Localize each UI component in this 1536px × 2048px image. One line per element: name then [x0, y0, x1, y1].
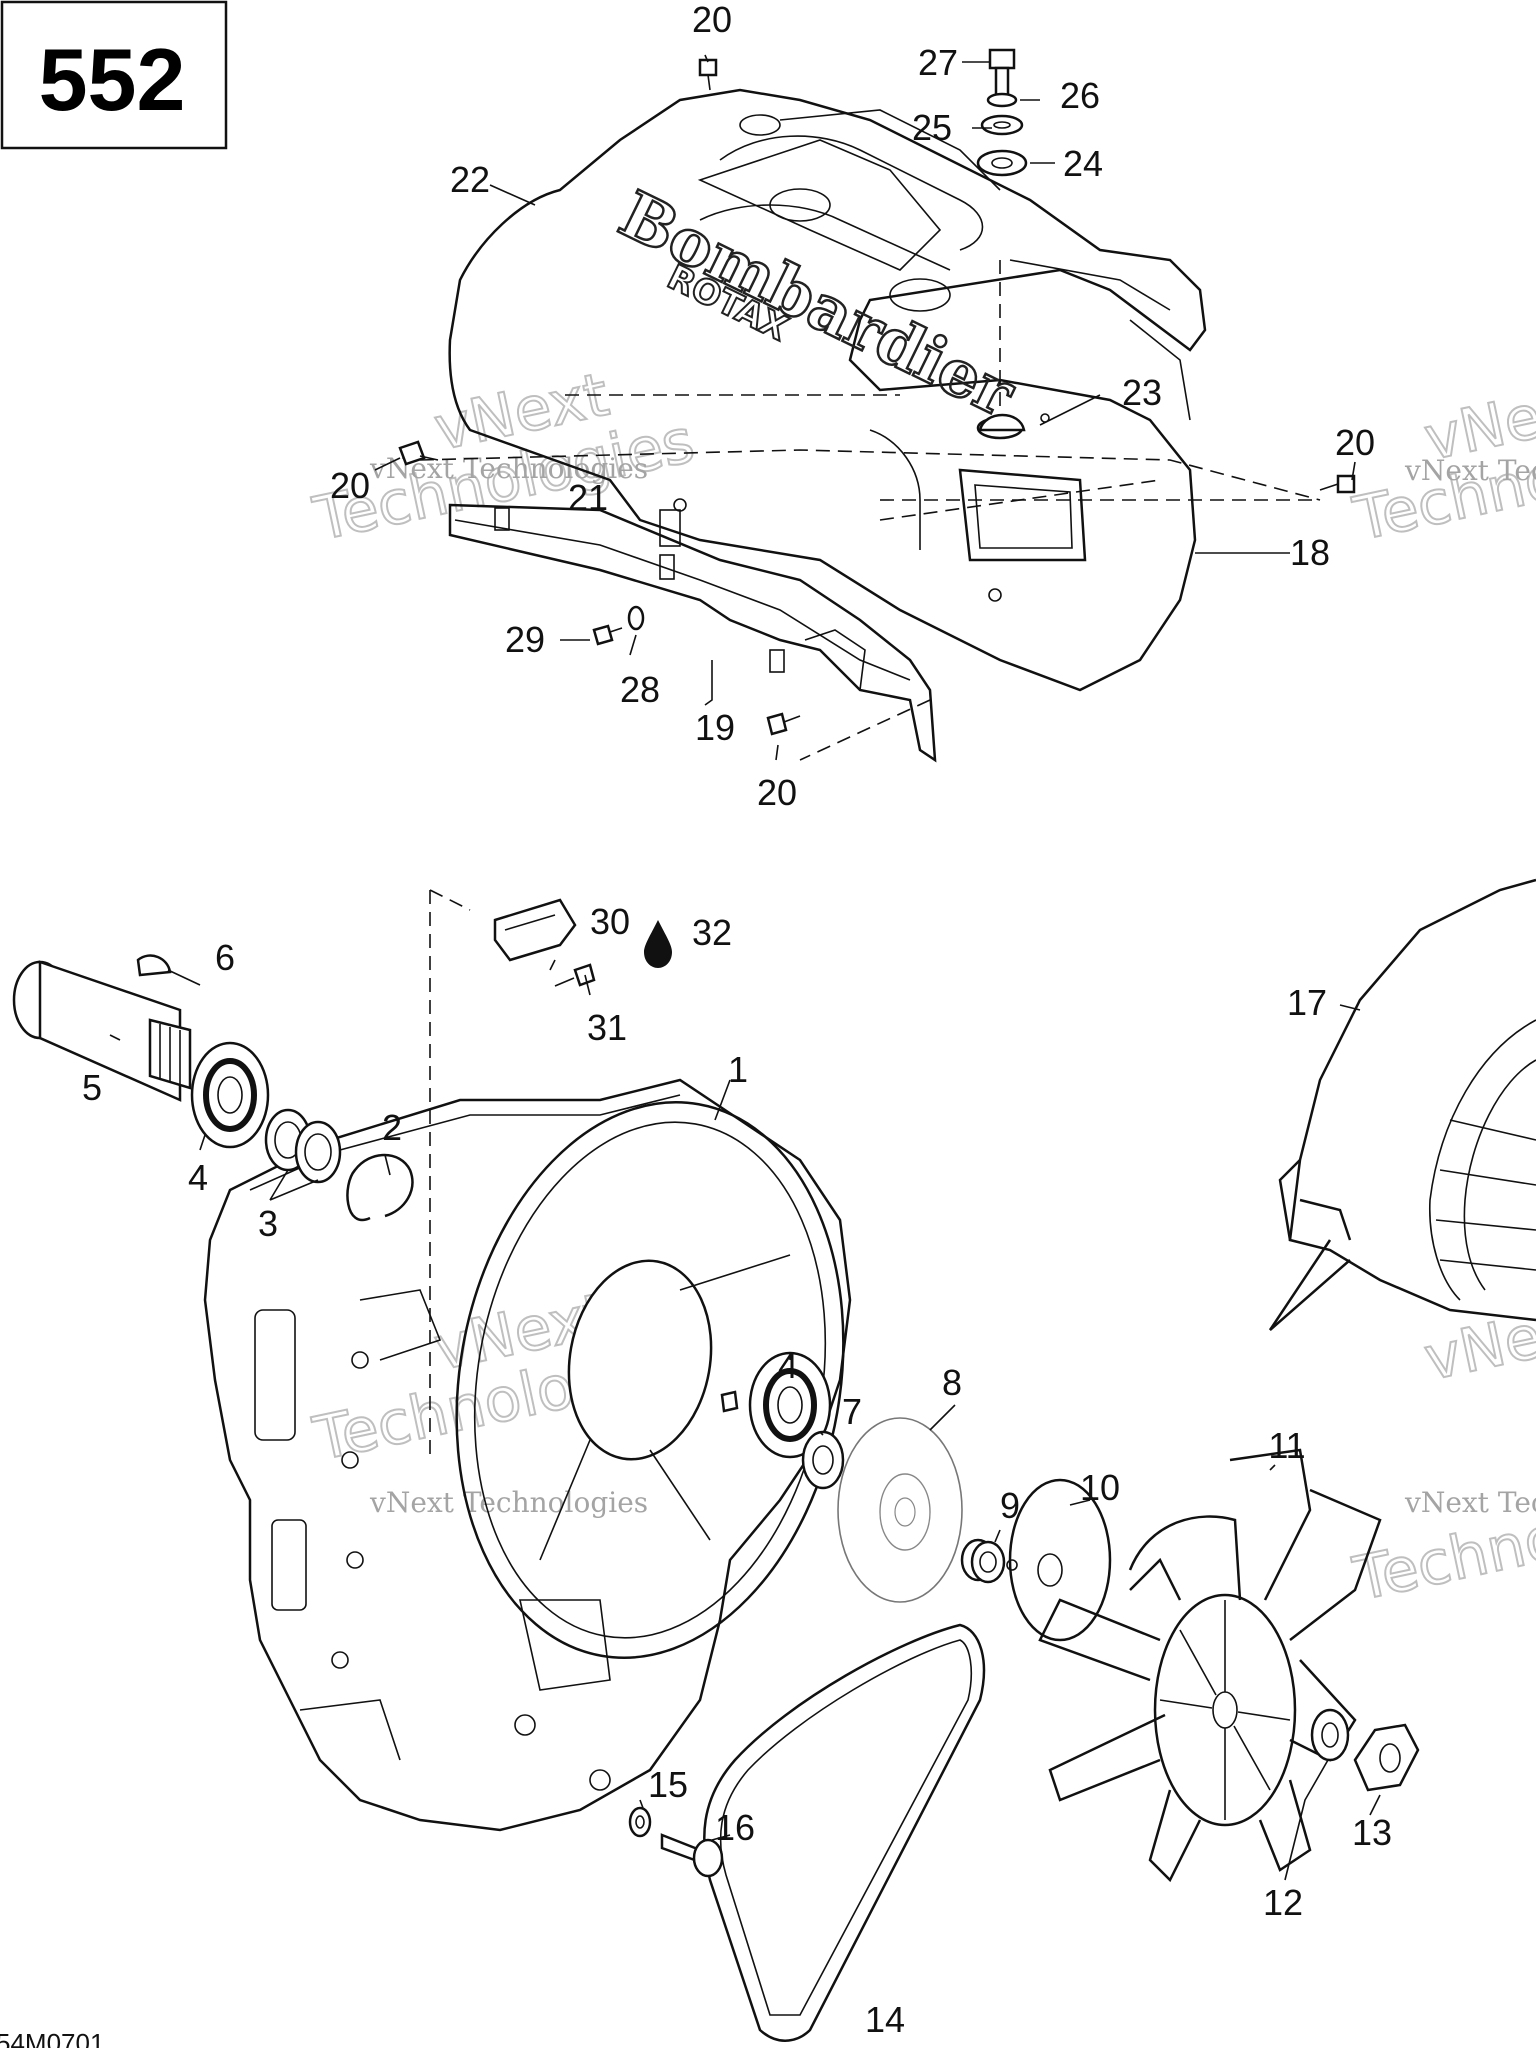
callout-24: 24: [1063, 143, 1103, 184]
callout-26: 26: [1060, 75, 1100, 116]
watermark-text-mid: vNext Technologies: [369, 1486, 648, 1519]
shims: [264, 1108, 342, 1184]
callout-6: 6: [215, 937, 235, 978]
callout-3: 3: [258, 1203, 278, 1244]
callout-20-left: 20: [330, 465, 370, 506]
hex-nut: [1353, 1723, 1420, 1792]
callout-31: 31: [587, 1007, 627, 1048]
callout-28: 28: [620, 669, 660, 710]
fan-shroud: [1268, 878, 1536, 1331]
callout-29: 29: [505, 619, 545, 660]
callout-20-top: 20: [692, 0, 732, 40]
callout-9: 9: [1000, 1485, 1020, 1526]
callout-13: 13: [1352, 1812, 1392, 1853]
woodruff-key: [136, 954, 172, 977]
leader-lines: [109, 54, 1381, 1881]
watermark-text-mid-right: vNext Technologies: [1404, 1486, 1536, 1519]
circlip: [346, 1153, 414, 1222]
spacer: [960, 1538, 1006, 1584]
page-number: 552: [39, 30, 186, 129]
callout-23: 23: [1122, 372, 1162, 413]
cover-bracket: [448, 503, 937, 763]
diagram-code: 54M0701: [0, 2028, 104, 2048]
assembly-leaders-upper: [419, 260, 1321, 761]
callout-21: 21: [568, 477, 608, 518]
callout-1: 1: [728, 1049, 748, 1090]
washer-7: [801, 1430, 845, 1490]
callout-4-lower: 4: [778, 1345, 798, 1386]
callout-22: 22: [450, 159, 490, 200]
callout-2: 2: [382, 1107, 402, 1148]
callout-16: 16: [715, 1807, 755, 1848]
watermark-big-top-mid-right: vNext: [1419, 1290, 1536, 1395]
callout-27: 27: [918, 42, 958, 83]
callout-5: 5: [82, 1067, 102, 1108]
callout-11: 11: [1268, 1425, 1305, 1466]
page-number-box: 552: [0, 0, 228, 150]
pulley-half: [1006, 1478, 1112, 1642]
fan-impeller: [1038, 1448, 1382, 1883]
callout-labels: 20 27 26 25 24 22 23 20 20 21 18 29 28 1…: [82, 0, 1392, 2040]
callout-14: 14: [865, 1999, 905, 2040]
clip-assembly: [493, 898, 596, 987]
callout-4-upper: 4: [188, 1157, 208, 1198]
bearing-upper: [190, 1041, 270, 1149]
screw-washer: [628, 1806, 724, 1878]
bearing-lower: [720, 1351, 832, 1459]
callout-25: 25: [912, 107, 952, 148]
callout-20-right: 20: [1335, 422, 1375, 463]
callout-19: 19: [695, 707, 735, 748]
callout-17: 17: [1287, 982, 1327, 1023]
callout-18: 18: [1290, 532, 1330, 573]
callout-30: 30: [590, 901, 630, 942]
lock-washer: [1310, 1708, 1350, 1762]
callout-20-bottom: 20: [757, 772, 797, 813]
callout-10: 10: [1080, 1467, 1120, 1508]
liquid-drop-icon: [644, 920, 672, 968]
callout-8: 8: [942, 1362, 962, 1403]
callout-7: 7: [842, 1391, 862, 1432]
callout-32: 32: [692, 912, 732, 953]
fan-shaft: [12, 960, 192, 1102]
pulley-disc: [837, 1417, 963, 1603]
callout-12: 12: [1263, 1882, 1303, 1923]
callout-15: 15: [648, 1764, 688, 1805]
watermark-text-right: vNext Technologies: [1404, 454, 1536, 487]
upper-hardware: [398, 48, 1356, 736]
